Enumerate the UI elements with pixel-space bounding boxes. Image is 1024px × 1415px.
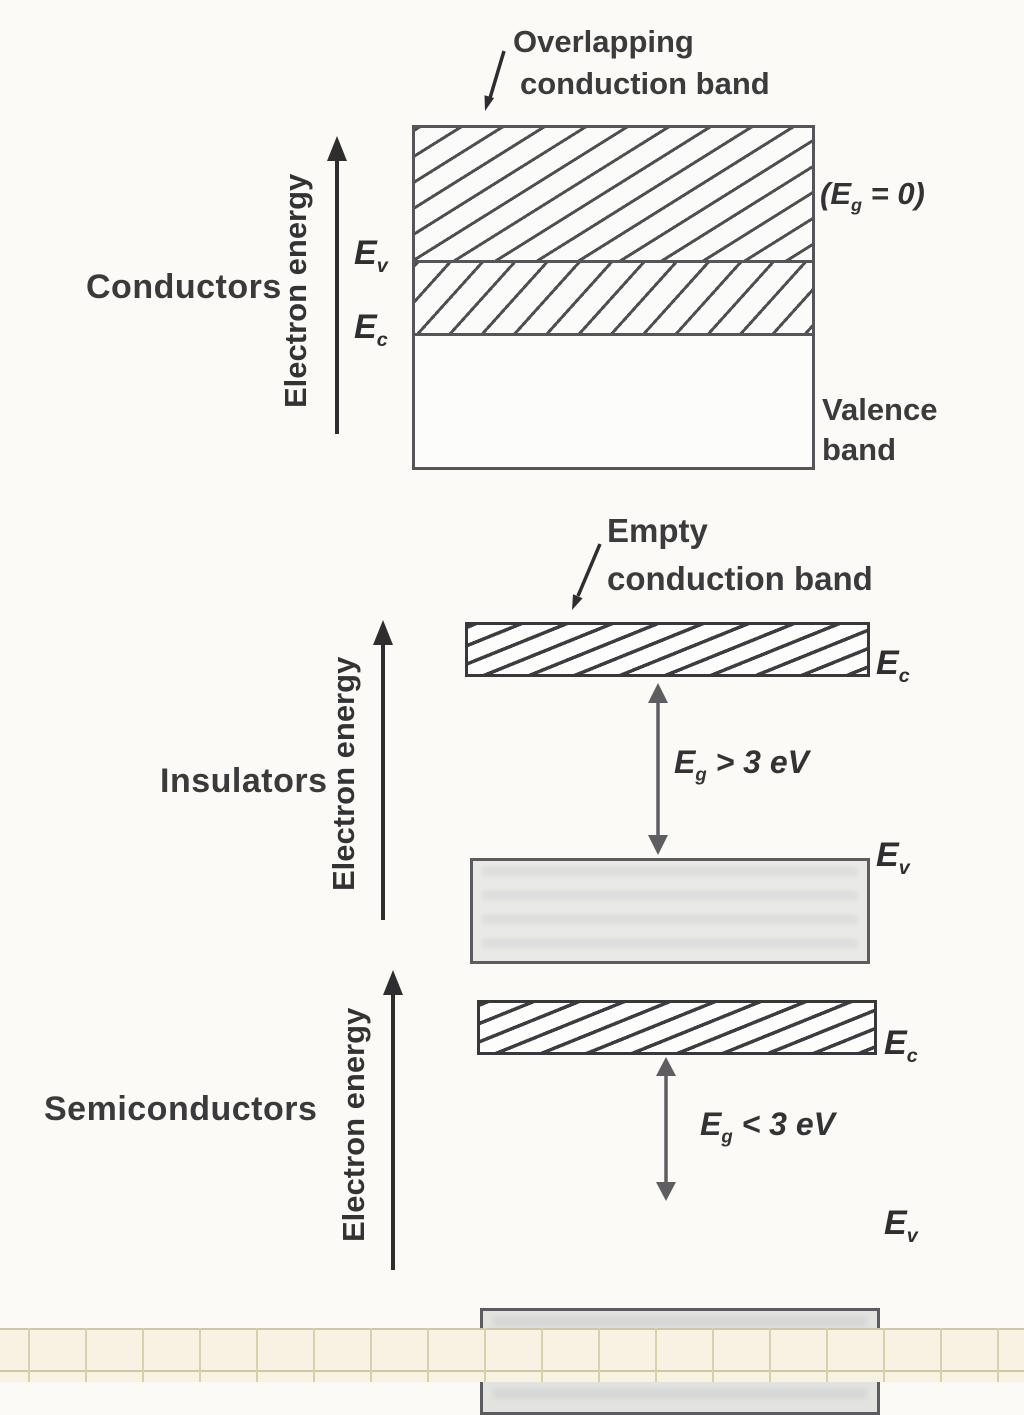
ev-base: E: [354, 234, 377, 272]
gap-sub: g: [721, 1125, 733, 1147]
ev-sub: v: [898, 856, 910, 879]
gap-rest: < 3 eV: [732, 1106, 835, 1142]
insulators-valence-band: [470, 858, 870, 964]
empty-annotation-line2: conduction band: [607, 560, 873, 597]
gap-base: E: [674, 744, 696, 780]
empty-annotation-arrow-icon: [572, 543, 602, 610]
insulators-band-gap-arrow-icon: [648, 683, 668, 855]
empty-annotation-line1: Empty: [607, 512, 708, 549]
valence-band-caption-line1: Valence: [822, 392, 938, 427]
ev-base: E: [884, 1204, 907, 1242]
insulators-label: Insulators: [160, 762, 328, 800]
ec-base: E: [354, 308, 377, 346]
conductors-valence-band: [415, 336, 812, 467]
semiconductors-band-gap-arrow-icon: [656, 1057, 676, 1201]
ev-sub: v: [376, 254, 388, 277]
semiconductors-conduction-band: [477, 1000, 877, 1055]
semiconductors-ev-label: Ev: [884, 1204, 918, 1248]
conductors-overlap-band-hatch: [415, 128, 812, 260]
ev-sub: v: [906, 1224, 918, 1247]
gap-note-rest: = 0): [861, 176, 925, 211]
insulators-band-gap-label: Eg > 3 eV: [674, 744, 809, 785]
semiconductors-energy-axis-arrow-icon: [383, 970, 403, 1270]
gap-sub: g: [695, 763, 707, 785]
ec-sub: c: [376, 328, 388, 351]
gap-note-prefix: (E: [820, 176, 851, 211]
semiconductors-ec-label: Ec: [884, 1024, 918, 1068]
gap-rest: > 3 eV: [706, 744, 809, 780]
insulators-ev-label: Ev: [876, 836, 910, 880]
conductors-ec-line: [415, 333, 812, 336]
conductors-filled-band-hatch: [415, 263, 812, 333]
conductors-label: Conductors: [86, 268, 282, 306]
ev-base: E: [876, 836, 899, 874]
valence-band-caption-line2: band: [822, 432, 897, 467]
overlapping-annotation-arrow-icon: [484, 50, 506, 111]
ec-base: E: [876, 644, 899, 682]
ec-sub: c: [906, 1044, 918, 1067]
overlapping-annotation-line2: conduction band: [520, 66, 770, 101]
show-through-smudge: [483, 867, 857, 955]
conductors-ec-label: Ec: [354, 308, 388, 352]
ec-sub: c: [898, 664, 910, 687]
gap-base: E: [700, 1106, 722, 1142]
band-theory-figure: { "figure": { "conductors": { "label": "…: [0, 24, 1024, 1415]
semiconductors-band-gap-label: Eg < 3 eV: [700, 1106, 835, 1147]
conductors-zero-gap-note: (Eg = 0): [820, 176, 925, 216]
insulators-energy-axis-label: Electron energy: [326, 656, 361, 892]
semiconductors-energy-axis-label: Electron energy: [336, 1007, 371, 1243]
conductors-energy-axis-arrow-icon: [327, 136, 347, 434]
insulators-conduction-band: [465, 622, 870, 677]
overlapping-annotation-line1: Overlapping: [513, 24, 694, 59]
conductors-ev-label: Ev: [354, 234, 388, 278]
graph-paper-background: [0, 1328, 1024, 1382]
semiconductors-label: Semiconductors: [44, 1090, 318, 1128]
conductors-ev-line: [415, 260, 812, 263]
insulators-energy-axis-arrow-icon: [373, 620, 393, 920]
ec-base: E: [884, 1024, 907, 1062]
conductors-energy-axis-label: Electron energy: [278, 173, 313, 409]
insulators-ec-label: Ec: [876, 644, 910, 688]
conductors-band-diagram: [412, 125, 815, 470]
gap-note-sub: g: [851, 195, 862, 216]
